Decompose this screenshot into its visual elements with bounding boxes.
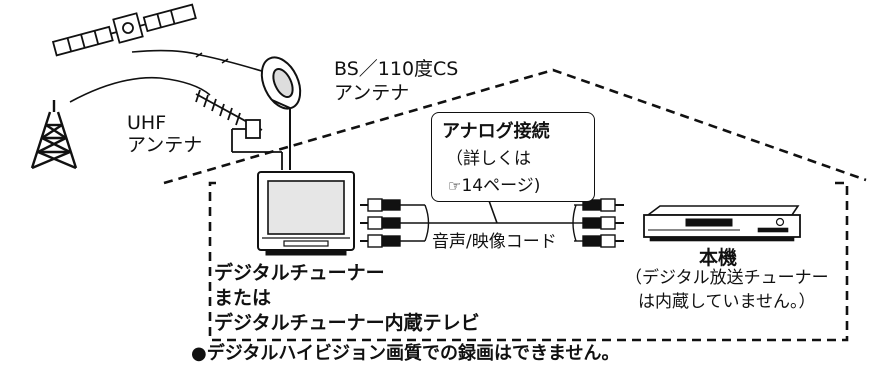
tuner-label-line3: デジタルチューナー内蔵テレビ [214,312,480,334]
device-note-line2: は内蔵していません。） [638,292,816,312]
recording-note: ●デジタルハイビジョン画質での録画はできません。 [191,343,620,364]
analog-connection-title: アナログ接続 [442,121,550,142]
analog-connection-callout: アナログ接続 （詳しくは ☞14ページ) [431,112,595,202]
bs-antenna-label-line1: BS／110度CS [334,58,459,80]
bs-antenna-label-line2: アンテナ [334,82,410,104]
uhf-antenna-label-line2: アンテナ [127,134,203,156]
analog-connection-detail: （詳しくは [446,149,531,169]
pointing-hand-icon: ☞ [448,177,462,195]
analog-connection-page-ref: ☞14ページ) [448,171,540,196]
tv-icon [257,171,355,256]
rca-plugs-left [360,198,432,248]
rca-plugs-right [572,198,624,248]
page-reference-text: 14ページ) [461,176,541,196]
satellite-icon [51,3,197,57]
house-outline [163,68,867,342]
bs-dish-icon [260,56,302,170]
av-cord-label: 音声/映像コード [432,232,557,252]
device-note-line1: （デジタル放送チューナー [625,268,829,288]
broadcast-tower-icon [30,100,78,170]
signal-waves [69,49,266,103]
uhf-antenna-label-line1: UHF [127,112,167,134]
av-cable [432,197,574,224]
recorder-icon [643,205,801,242]
device-name-label: 本機 [699,247,738,269]
uhf-antenna-icon [195,89,283,170]
tuner-label-line1: デジタルチューナー [214,262,385,284]
tuner-label-line2: または [214,287,272,309]
